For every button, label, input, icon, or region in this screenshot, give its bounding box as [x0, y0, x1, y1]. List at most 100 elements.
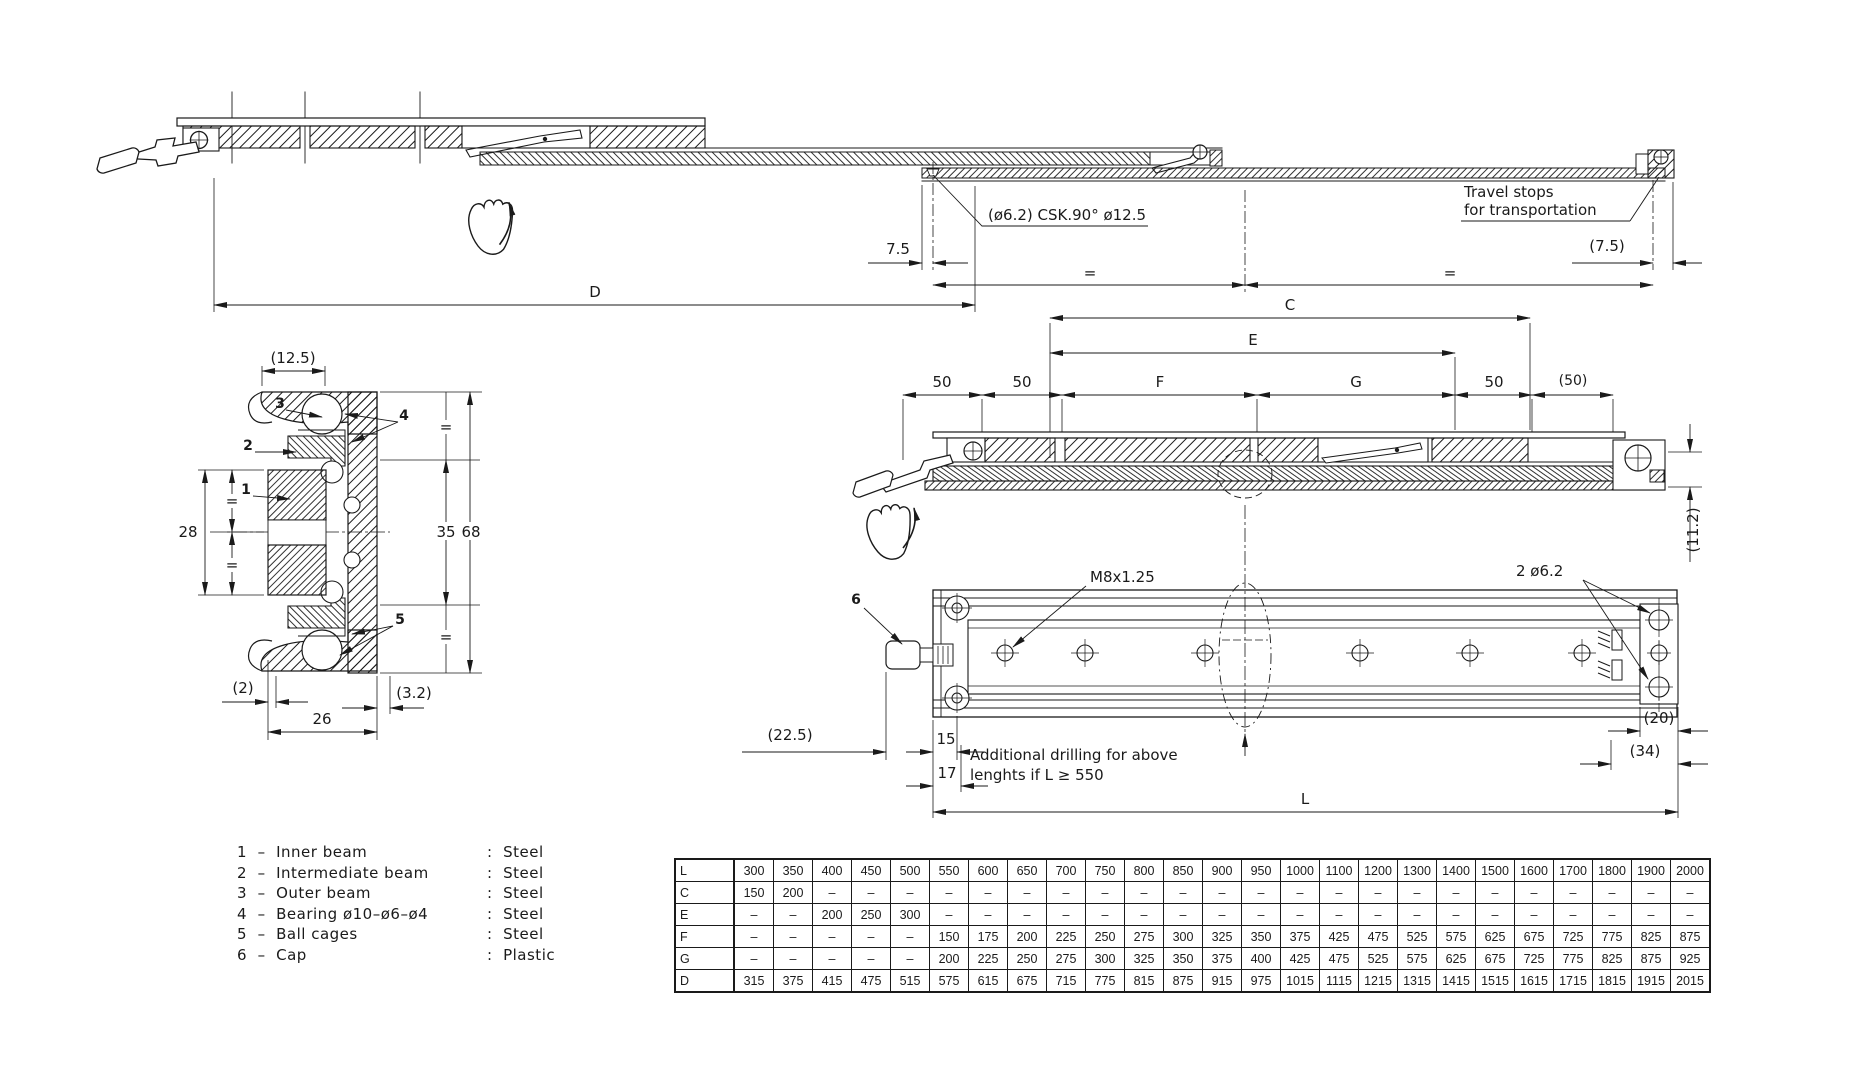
table-cell: 600	[968, 858, 1008, 882]
table-cell: 1815	[1592, 969, 1632, 993]
table-cell: 250	[1085, 925, 1125, 948]
dim-28: 28	[178, 523, 197, 541]
table-cell: 250	[1007, 947, 1047, 970]
parts-list-row: 6 – Cap: Plastic	[237, 945, 555, 966]
pull-arrow-icon	[902, 507, 921, 549]
table-cell: –	[1202, 903, 1242, 926]
thread-note: M8x1.25	[1090, 568, 1155, 586]
table-cell: 350	[1241, 925, 1281, 948]
table-cell: –	[1592, 881, 1632, 904]
table-cell: 200	[1007, 925, 1047, 948]
table-cell: 1415	[1436, 969, 1476, 993]
parts-list-row: 3 – Outer beam: Steel	[237, 883, 555, 904]
table-cell: 1915	[1631, 969, 1671, 993]
transport-holes	[1645, 606, 1673, 701]
dim-68: 68	[461, 523, 480, 541]
travel-stops-note: Travel stops	[1463, 183, 1554, 201]
table-cell: 750	[1085, 858, 1125, 882]
table-cell: 850	[1163, 858, 1203, 882]
part-material: : Steel	[487, 884, 544, 902]
table-cell: 950	[1241, 858, 1281, 882]
table-cell: 825	[1631, 925, 1671, 948]
row-label: E	[674, 903, 735, 926]
table-cell: –	[1397, 903, 1437, 926]
cap-part	[885, 640, 954, 670]
table-cell: 875	[1670, 925, 1711, 948]
eq-mark: =	[440, 418, 453, 436]
table-cell: –	[1670, 881, 1711, 904]
parts-list-row: 4 – Bearing ø10–ø6–ø4: Steel	[237, 904, 555, 925]
table-cell: –	[1280, 881, 1320, 904]
table-cell: 475	[1319, 947, 1359, 970]
table-cell: –	[1475, 881, 1515, 904]
table-cell: 500	[890, 858, 930, 882]
table-cell: 615	[968, 969, 1008, 993]
table-cell: 425	[1280, 947, 1320, 970]
row-label: L	[674, 858, 735, 882]
part-item: 2 – Intermediate beam	[237, 863, 429, 882]
table-cell: 300	[733, 858, 774, 882]
table-cell: –	[812, 881, 852, 904]
table-cell: 575	[1436, 925, 1476, 948]
table-cell: 200	[929, 947, 969, 970]
part-item: 5 – Ball cages	[237, 925, 358, 943]
table-cell: –	[1046, 881, 1086, 904]
table-cell: 300	[1085, 947, 1125, 970]
table-cell: 1215	[1358, 969, 1398, 993]
dim-50-paren: (50)	[1559, 373, 1588, 389]
table-cell: 1500	[1475, 858, 1515, 882]
annotations-extended: (ø6.2) CSK.90° ø12.5 Travel stops for tr…	[213, 162, 1702, 312]
table-cell: –	[1319, 881, 1359, 904]
table-cell: –	[1241, 881, 1281, 904]
table-cell: –	[1007, 903, 1047, 926]
table-cell: 815	[1124, 969, 1164, 993]
table-cell: 1700	[1553, 858, 1593, 882]
table-cell: –	[1631, 903, 1671, 926]
table-cell: –	[1514, 881, 1554, 904]
table-cell: 225	[968, 947, 1008, 970]
table-cell: 900	[1202, 858, 1242, 882]
table-cell: –	[812, 947, 852, 970]
dim-3-2: (3.2)	[396, 684, 432, 702]
table-cell: –	[733, 925, 774, 948]
table-cell: 400	[812, 858, 852, 882]
table-cell: 1900	[1631, 858, 1671, 882]
table-cell: –	[773, 947, 813, 970]
part-material: : Steel	[487, 925, 544, 943]
table-cell: –	[1514, 903, 1554, 926]
dim-F: F	[1156, 373, 1165, 391]
table-cell: 575	[1397, 947, 1437, 970]
table-cell: 1515	[1475, 969, 1515, 993]
dim-20: (20)	[1644, 709, 1675, 727]
eq-mark: =	[1444, 264, 1457, 282]
part-label-1: 1	[241, 482, 251, 498]
table-cell: 150	[733, 881, 774, 904]
table-cell: 315	[733, 969, 774, 993]
table-cell: 625	[1436, 947, 1476, 970]
table-cell: –	[733, 903, 774, 926]
table-cell: 525	[1397, 925, 1437, 948]
dim-7-5: 7.5	[886, 240, 910, 258]
table-cell: 725	[1514, 947, 1554, 970]
part-material: : Plastic	[487, 945, 556, 964]
table-cell: 325	[1124, 947, 1164, 970]
table-cell: 225	[1046, 925, 1086, 948]
table-cell: 925	[1670, 947, 1711, 970]
part-label-4: 4	[399, 408, 409, 424]
table-cell: –	[929, 903, 969, 926]
dim-2: (2)	[232, 679, 253, 697]
additional-drilling-note: Additional drilling for above	[970, 746, 1178, 764]
dim-17: 17	[937, 764, 956, 782]
table-cell: 475	[1358, 925, 1398, 948]
table-cell: 275	[1046, 947, 1086, 970]
table-cell: 525	[1358, 947, 1398, 970]
view-cross-section: (12.5) 3 4 2 1 5 28 = = = = 35 68 (2) (3…	[176, 349, 483, 740]
table-cell: 725	[1553, 925, 1593, 948]
part-item: 4 – Bearing ø10–ø6–ø4	[237, 904, 429, 923]
table-cell: 675	[1475, 947, 1515, 970]
